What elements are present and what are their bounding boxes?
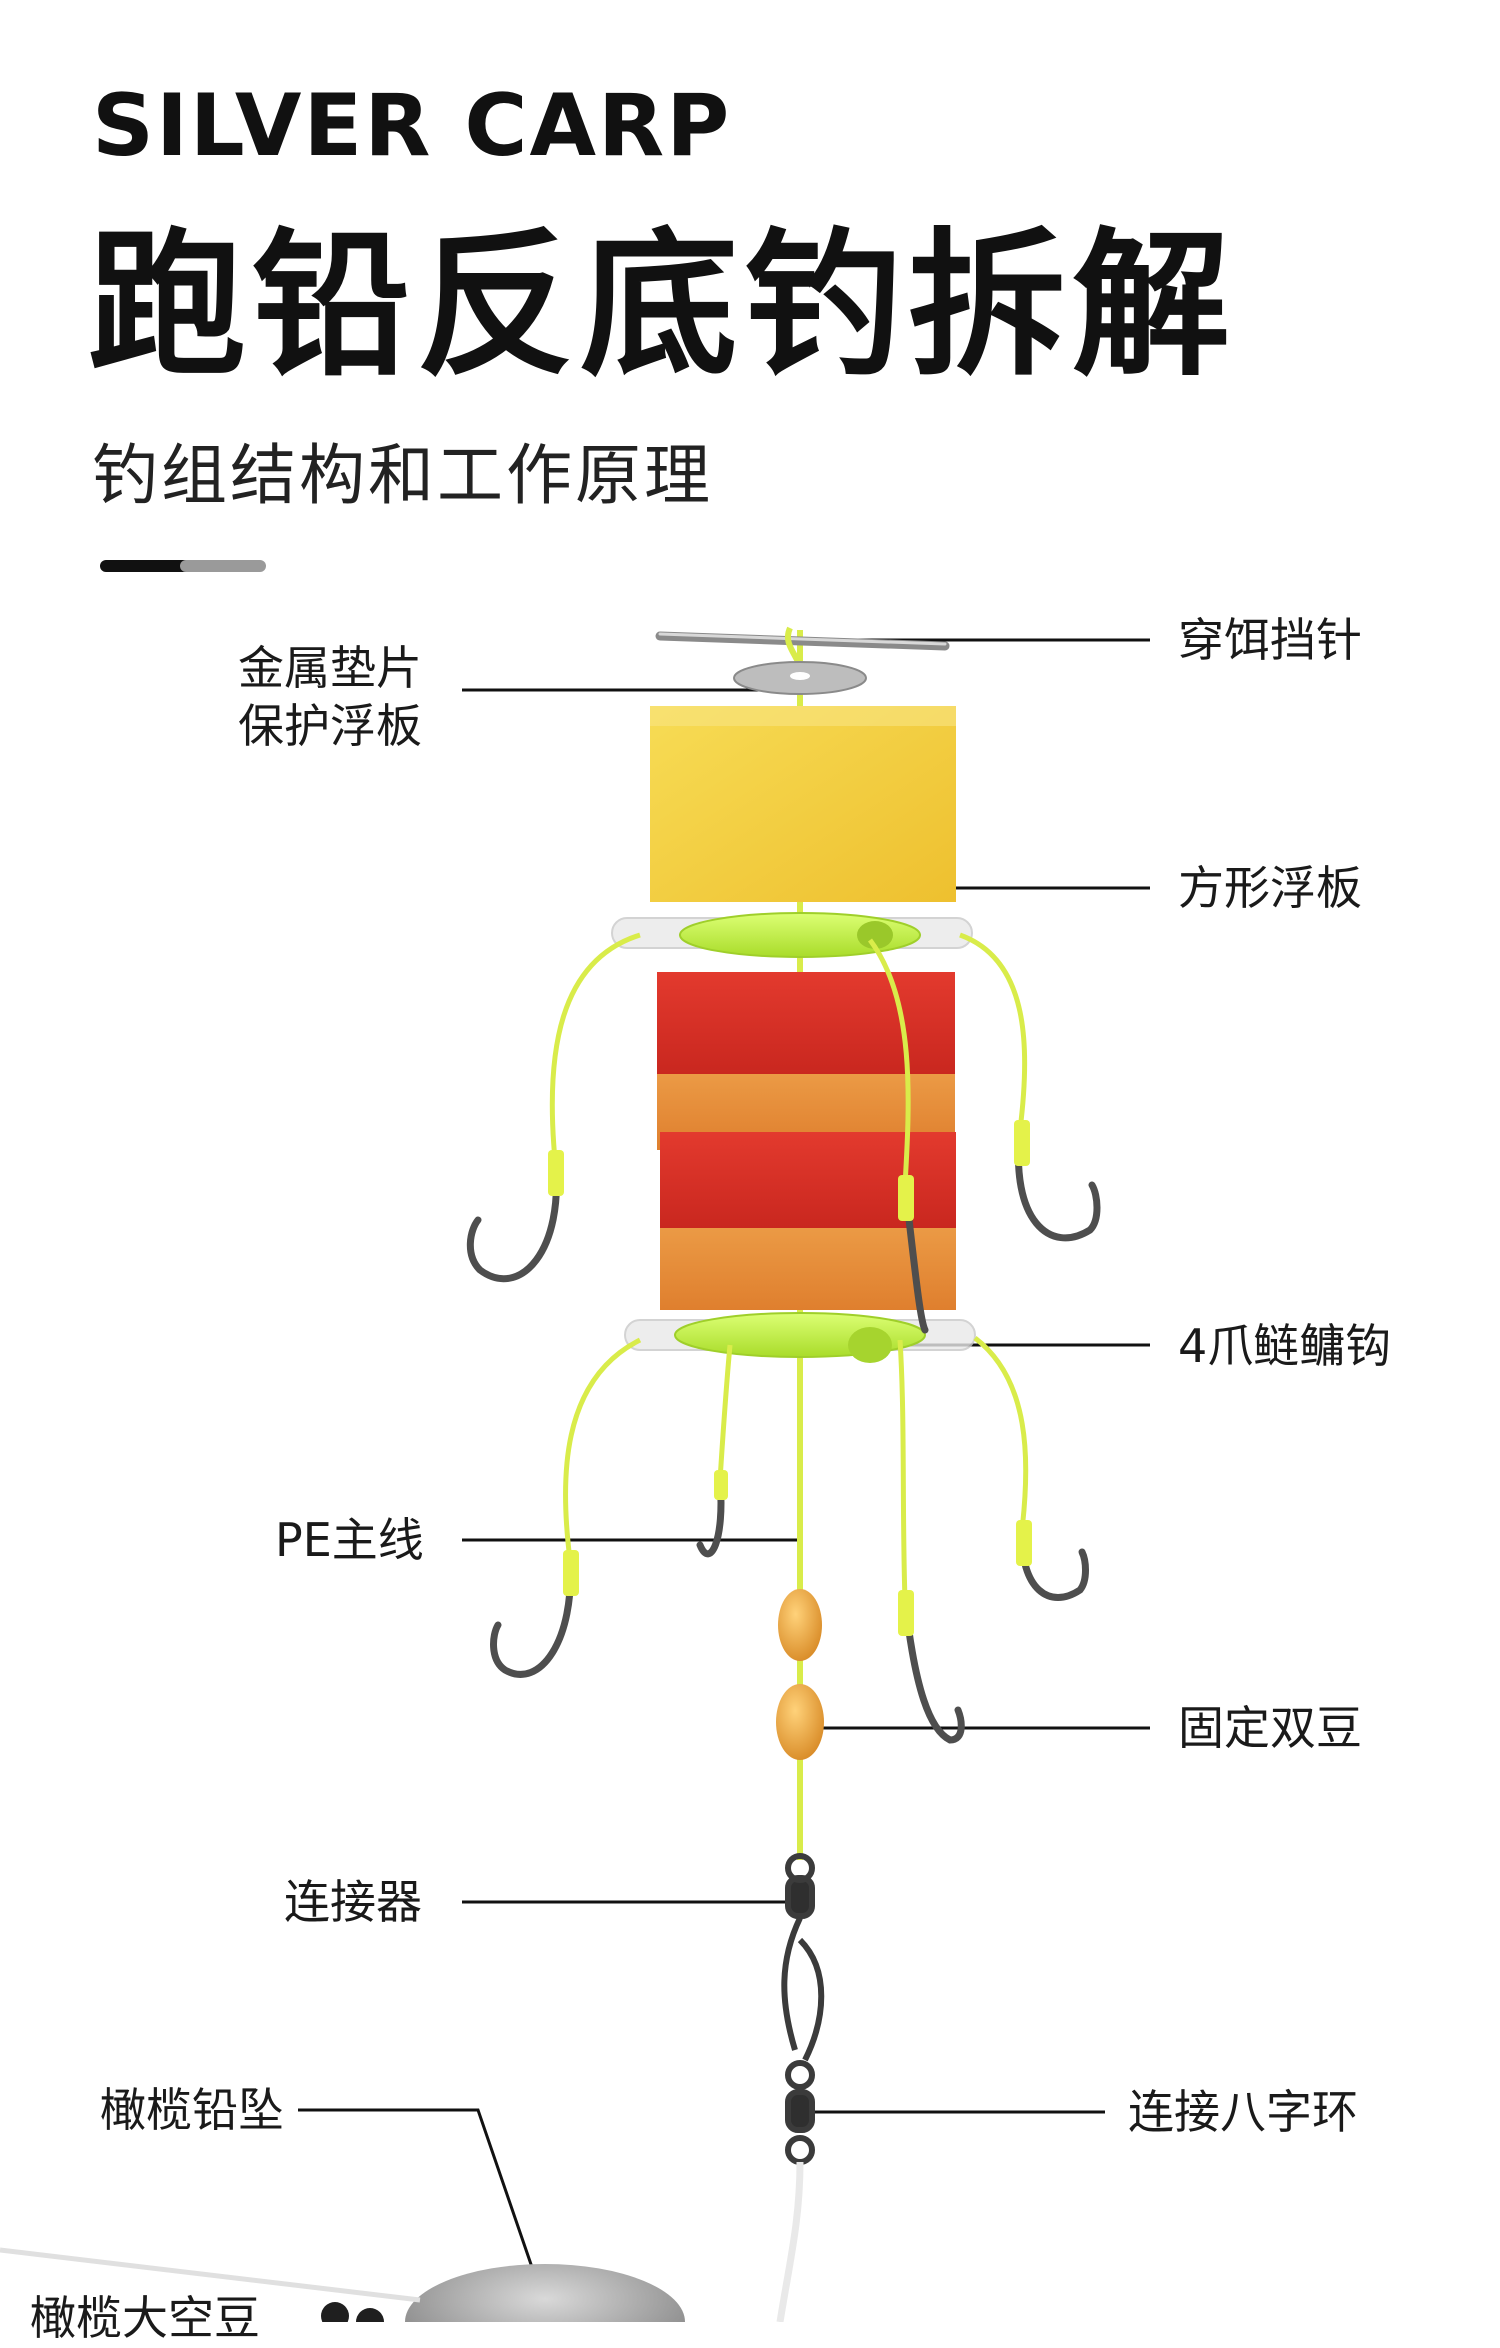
- hook-icon: [490, 1556, 574, 1678]
- hook-icon: [1015, 1126, 1101, 1242]
- bait-pin: [655, 631, 950, 651]
- label-swivel: 连接八字环: [1128, 2085, 1358, 2139]
- label-metal-washer-line2: 保护浮板: [238, 698, 422, 753]
- page-subtitle: 钓组结构和工作原理: [92, 437, 713, 514]
- label-metal-washer: 金属垫片 保护浮板: [238, 640, 422, 755]
- hook-icon: [1018, 1526, 1089, 1601]
- spacer-beads: [321, 2302, 384, 2322]
- lower-hub: [624, 1312, 976, 1363]
- label-connector: 连接器: [284, 1875, 422, 1929]
- label-four-claw-hook: 4爪鲢鳙钩: [1178, 1319, 1392, 1373]
- lower-hook-arms: [563, 1336, 1029, 1601]
- brand-title: SILVER CARP: [92, 76, 732, 176]
- divider-light-segment: [180, 560, 266, 572]
- leader-line: [776, 2161, 804, 2322]
- hook-icon: [466, 1156, 560, 1283]
- label-fixed-beads: 固定双豆: [1178, 1701, 1362, 1755]
- swivel: [785, 2060, 815, 2165]
- label-pe-line: PE主线: [275, 1513, 424, 1567]
- label-bait-pin: 穿饵挡针: [1178, 613, 1362, 667]
- upper-hub: [611, 912, 973, 958]
- upper-hook-arms: [549, 932, 1028, 1186]
- hook-icons: [466, 1126, 1101, 1744]
- fixed-beads: [776, 1589, 824, 1760]
- label-square-float: 方形浮板: [1178, 861, 1362, 915]
- divider-dark-segment: [100, 560, 192, 572]
- title-divider: [100, 560, 266, 572]
- hook-wraps: [548, 1120, 1032, 1636]
- page-title: 跑铅反底钓拆解: [88, 214, 1236, 398]
- connector: [781, 1853, 825, 2062]
- label-olive-sinker: 橄榄铅坠: [100, 2083, 284, 2137]
- label-spacer-bead: 橄榄大空豆: [30, 2291, 260, 2345]
- label-metal-washer-line1: 金属垫片: [238, 641, 422, 695]
- square-float: [650, 706, 956, 902]
- hook-icon: [901, 1596, 965, 1744]
- olive-sinker: [405, 2264, 685, 2322]
- sinker-line: [0, 2247, 421, 2303]
